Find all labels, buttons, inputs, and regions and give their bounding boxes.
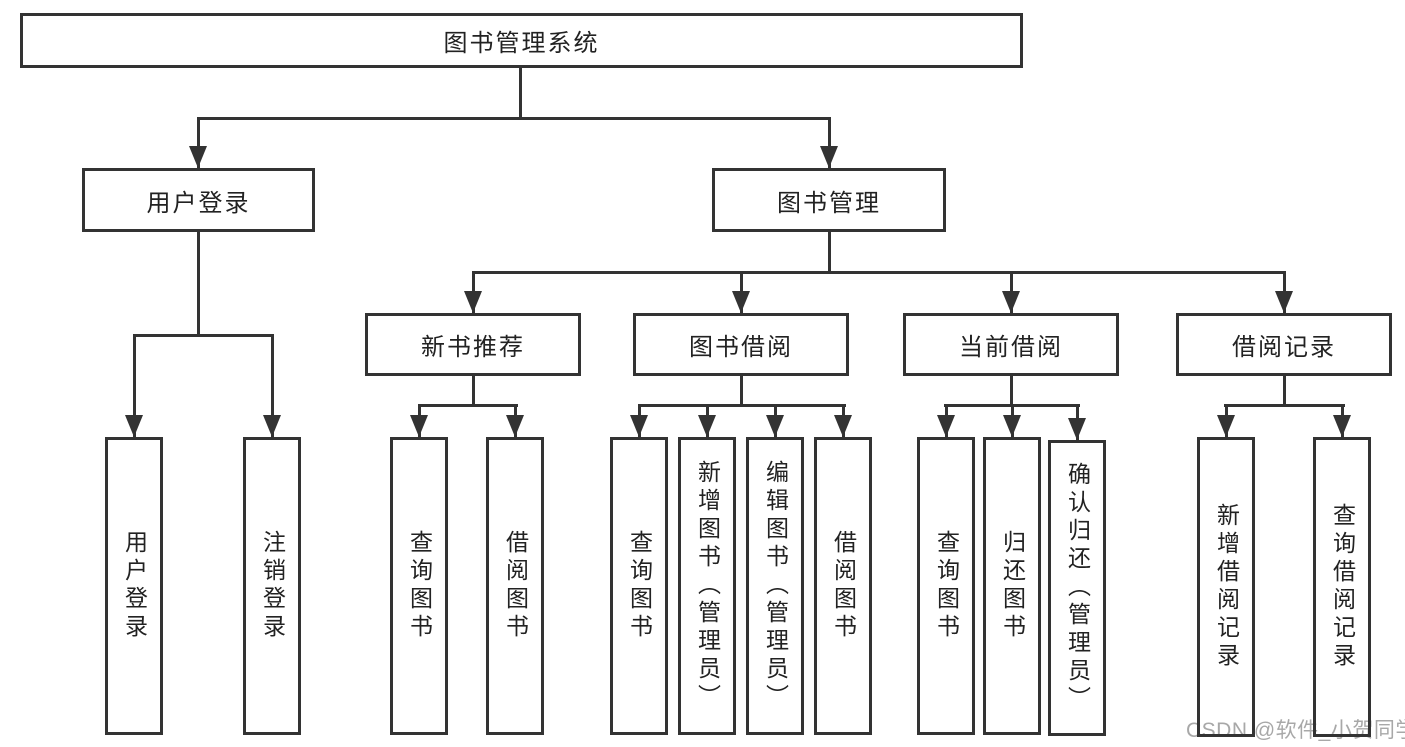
node-leaf-logout: 注销登录 bbox=[243, 437, 301, 735]
connector-current-borrow-drop bbox=[1010, 375, 1013, 407]
arrowhead-current-borrow bbox=[1002, 291, 1020, 313]
node-borrow-records: 借阅记录 bbox=[1176, 313, 1392, 376]
arrowhead-e1 bbox=[1217, 415, 1235, 437]
arrowhead-d1 bbox=[937, 415, 955, 437]
arrowhead-logout bbox=[263, 415, 281, 437]
node-leaf-query-book-2-label: 查询图书 bbox=[626, 530, 653, 642]
node-leaf-user-login: 用户登录 bbox=[105, 437, 163, 735]
node-leaf-user-login-label: 用户登录 bbox=[121, 530, 148, 642]
arrowhead-b1 bbox=[410, 415, 428, 437]
node-leaf-return-book: 归还图书 bbox=[983, 437, 1041, 735]
node-book-mgmt: 图书管理 bbox=[712, 168, 946, 232]
connector-user-login-drop bbox=[197, 231, 200, 337]
node-book-mgmt-label: 图书管理 bbox=[777, 189, 881, 217]
connector-root-drop bbox=[519, 66, 522, 119]
node-leaf-add-book-admin-label: 新增图书（管理员） bbox=[694, 460, 721, 712]
node-leaf-edit-book-admin-label: 编辑图书（管理员） bbox=[762, 460, 789, 712]
arrowhead-borrow-records bbox=[1275, 291, 1293, 313]
node-user-login-label: 用户登录 bbox=[146, 189, 251, 217]
connector-stem-login bbox=[133, 334, 136, 438]
node-leaf-query-borrow-record-label: 查询借阅记录 bbox=[1329, 503, 1356, 671]
node-leaf-add-borrow-record-label: 新增借阅记录 bbox=[1213, 503, 1240, 671]
arrowhead-d2 bbox=[1003, 415, 1021, 437]
node-leaf-query-borrow-record: 查询借阅记录 bbox=[1313, 437, 1371, 737]
arrowhead-e2 bbox=[1333, 415, 1351, 437]
arrowhead-user-login bbox=[189, 146, 207, 168]
node-leaf-borrow-book-1-label: 借阅图书 bbox=[502, 530, 529, 642]
node-leaf-confirm-return-admin: 确认归还（管理员） bbox=[1048, 440, 1106, 736]
connector-stem-book-mgmt bbox=[828, 117, 831, 169]
connector-stem-user-login bbox=[197, 117, 200, 169]
arrowhead-d3 bbox=[1068, 418, 1086, 440]
arrowhead-book-borrow bbox=[732, 291, 750, 313]
node-leaf-return-book-label: 归还图书 bbox=[999, 530, 1026, 642]
node-leaf-borrow-book-1: 借阅图书 bbox=[486, 437, 544, 735]
arrowhead-login bbox=[125, 415, 143, 437]
node-leaf-logout-label: 注销登录 bbox=[259, 530, 286, 642]
node-leaf-add-borrow-record: 新增借阅记录 bbox=[1197, 437, 1255, 737]
node-book-borrow: 图书借阅 bbox=[633, 313, 849, 376]
connector-borrow-records-rail bbox=[1224, 404, 1345, 407]
connector-borrow-records-drop bbox=[1283, 375, 1286, 407]
node-leaf-edit-book-admin: 编辑图书（管理员） bbox=[746, 437, 804, 735]
node-user-login: 用户登录 bbox=[82, 168, 315, 232]
arrowhead-c3 bbox=[766, 415, 784, 437]
node-leaf-query-book-2: 查询图书 bbox=[610, 437, 668, 735]
node-leaf-query-book-3-label: 查询图书 bbox=[933, 530, 960, 642]
node-new-book-recommend-label: 新书推荐 bbox=[421, 334, 525, 361]
node-leaf-query-book-1: 查询图书 bbox=[390, 437, 448, 735]
node-leaf-borrow-book-2-label: 借阅图书 bbox=[830, 530, 857, 642]
arrowhead-book-mgmt bbox=[820, 146, 838, 168]
arrowhead-c1 bbox=[630, 415, 648, 437]
connector-level3-rail bbox=[472, 271, 1286, 274]
node-root: 图书管理系统 bbox=[20, 13, 1023, 68]
arrowhead-b2 bbox=[506, 415, 524, 437]
node-current-borrow: 当前借阅 bbox=[903, 313, 1119, 376]
node-current-borrow-label: 当前借阅 bbox=[959, 334, 1063, 361]
connector-book-mgmt-drop bbox=[828, 231, 831, 274]
node-leaf-query-book-3: 查询图书 bbox=[917, 437, 975, 735]
node-new-book-recommend: 新书推荐 bbox=[365, 313, 581, 376]
connector-stem-logout bbox=[271, 334, 274, 438]
node-leaf-borrow-book-2: 借阅图书 bbox=[814, 437, 872, 735]
node-book-borrow-label: 图书借阅 bbox=[689, 334, 793, 361]
arrowhead-new-book bbox=[464, 291, 482, 313]
connector-user-login-rail bbox=[133, 334, 274, 337]
node-borrow-records-label: 借阅记录 bbox=[1232, 334, 1336, 361]
connector-new-book-rail bbox=[418, 404, 518, 407]
node-leaf-query-book-1-label: 查询图书 bbox=[406, 530, 433, 642]
connector-level2-rail bbox=[197, 117, 831, 120]
arrowhead-c2 bbox=[698, 415, 716, 437]
arrowhead-c4 bbox=[834, 415, 852, 437]
node-leaf-add-book-admin: 新增图书（管理员） bbox=[678, 437, 736, 735]
watermark: CSDN @软件_小贺同学 bbox=[1186, 719, 1405, 742]
connector-new-book-drop bbox=[472, 375, 475, 407]
connector-book-borrow-rail bbox=[638, 404, 846, 407]
connector-book-borrow-drop bbox=[740, 375, 743, 407]
node-root-label: 图书管理系统 bbox=[443, 30, 600, 57]
node-leaf-confirm-return-admin-label: 确认归还（管理员） bbox=[1064, 462, 1091, 714]
